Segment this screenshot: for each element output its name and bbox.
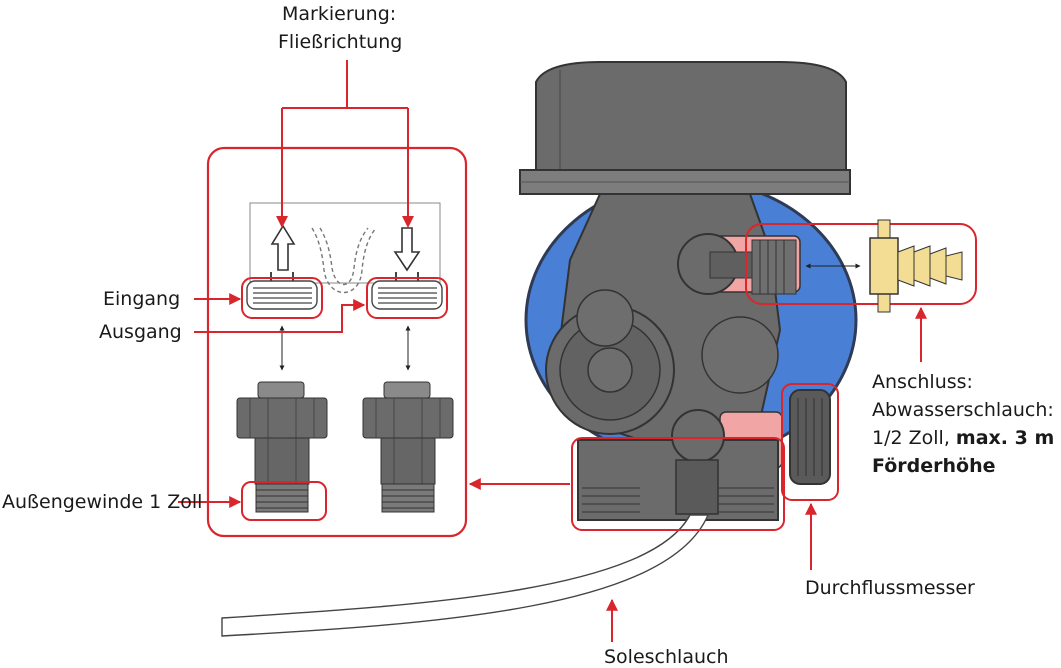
drain-head-word: Förderhöhe bbox=[872, 455, 996, 477]
inlet-label: Eingang bbox=[103, 288, 181, 310]
drain-thread-highlight bbox=[745, 223, 977, 305]
detail-panel-frame bbox=[206, 146, 468, 538]
drain-label-line3: 1/2 Zoll, max. 3 m bbox=[872, 424, 1054, 452]
inlet-highlight bbox=[241, 277, 323, 319]
flow-meter-label: Durchflussmesser bbox=[805, 577, 975, 599]
brine-hose bbox=[221, 514, 710, 637]
adapter-right bbox=[362, 381, 454, 513]
male-thread-label: Außengewinde 1 Zoll bbox=[2, 491, 203, 513]
softener-valve bbox=[519, 61, 858, 521]
adapter-left bbox=[236, 381, 328, 513]
outlet-port bbox=[371, 272, 443, 310]
drain-label-line2: Abwasserschlauch: bbox=[872, 399, 1054, 421]
outlet-label: Ausgang bbox=[99, 321, 182, 343]
valve-ports-highlight bbox=[571, 437, 785, 531]
outlet-highlight bbox=[366, 277, 448, 319]
marking-callout-line bbox=[281, 60, 409, 226]
drain-label-line4: Förderhöhe bbox=[872, 452, 995, 480]
inlet-port bbox=[246, 272, 318, 310]
flow-meter bbox=[789, 389, 831, 485]
outlet-callout-arrow bbox=[194, 299, 366, 333]
drain-max-head-text: max. 3 m bbox=[955, 427, 1055, 449]
brine-hose-label: Soleschlauch bbox=[604, 646, 729, 668]
flow-marking-label-line2: Fließrichtung bbox=[278, 31, 403, 53]
drain-label-line1: Anschluss: bbox=[872, 371, 973, 393]
flow-marking-label-line1: Markierung: bbox=[282, 3, 397, 25]
drain-barb-fitting bbox=[869, 219, 963, 313]
male-thread-highlight bbox=[241, 481, 327, 521]
drain-size-text: 1/2 Zoll, bbox=[872, 427, 956, 449]
